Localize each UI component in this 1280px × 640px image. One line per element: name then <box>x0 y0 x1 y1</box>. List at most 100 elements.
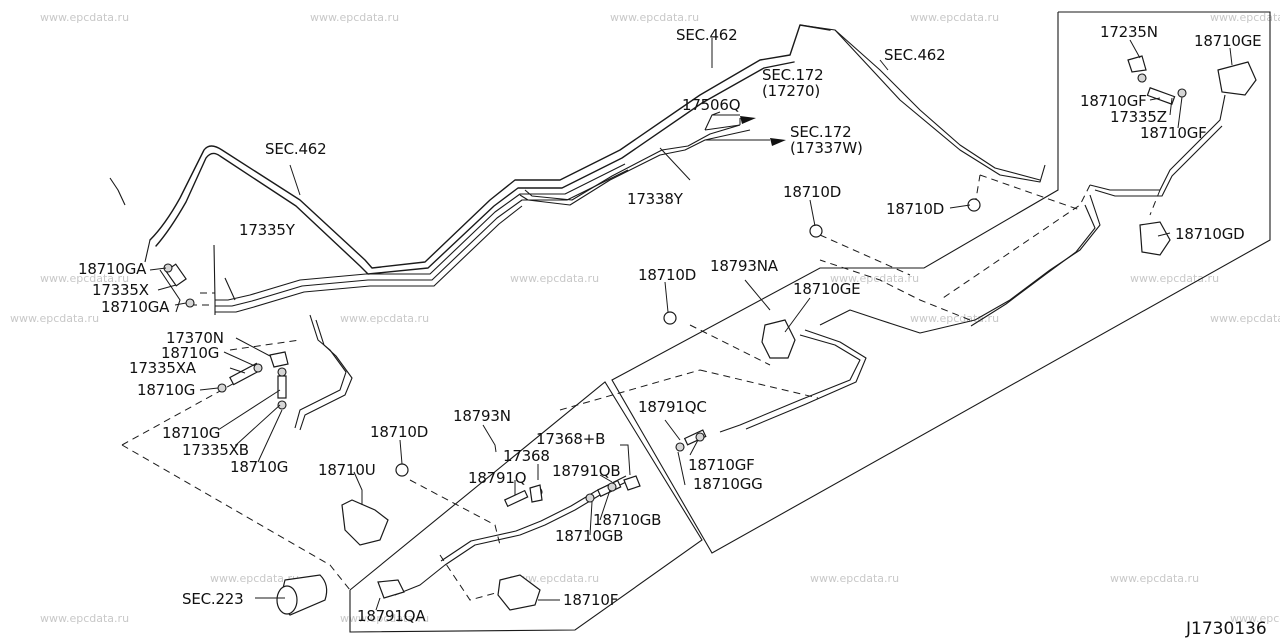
bolt-icons <box>395 198 981 477</box>
label-17506q[interactable]: 17506Q <box>682 96 741 114</box>
watermark: www.epcdata.ru <box>810 572 899 585</box>
label-18710d-4[interactable]: 18710D <box>370 423 428 441</box>
clamp-icon <box>695 432 705 442</box>
main-pipe-bundle <box>109 24 1046 431</box>
watermark: www.epcdata.ru <box>830 272 919 285</box>
bracket-icon <box>1217 61 1257 96</box>
watermark: www.epcdata.ru <box>1210 11 1280 24</box>
label-18791qc[interactable]: 18791QC <box>638 398 707 416</box>
label-18791qb[interactable]: 18791QB <box>552 462 621 480</box>
label-18710u[interactable]: 18710U <box>318 461 376 479</box>
watermark: www.epcdata.ru <box>340 312 429 325</box>
watermark: www.epcdata.ru <box>40 272 129 285</box>
bracket-icon <box>1139 221 1171 256</box>
watermark: www.epcdata.ru <box>1110 572 1199 585</box>
watermark: www.epcdata.ru <box>510 272 599 285</box>
label-sec462-top[interactable]: SEC.462 <box>676 26 738 44</box>
watermark: www.epcdata.ru <box>40 612 129 625</box>
leader-lines <box>149 38 1233 611</box>
label-17335xb[interactable]: 17335XB <box>182 441 249 459</box>
label-18791qa[interactable]: 18791QA <box>357 607 427 625</box>
clamp-icons <box>163 73 1187 503</box>
watermark: www.epcdata.ru <box>210 572 299 585</box>
label-18710gf-1[interactable]: 18710GF <box>1080 92 1147 110</box>
arrow-icon <box>770 138 786 146</box>
label-18710d-3[interactable]: 18710D <box>638 266 696 284</box>
label-18710g-1[interactable]: 18710G <box>161 344 219 362</box>
label-sec172-a-ref: (17270) <box>762 82 820 100</box>
hose-icon <box>503 489 529 508</box>
label-17335x[interactable]: 17335X <box>92 281 149 299</box>
label-18710d-1[interactable]: 18710D <box>783 183 841 201</box>
clamp-icon <box>253 363 263 373</box>
clamp-icon <box>217 383 227 393</box>
frame-center <box>349 381 703 633</box>
label-18791q[interactable]: 18791Q <box>468 469 527 487</box>
label-18710gg[interactable]: 18710GG <box>693 475 763 493</box>
clamp-icon <box>675 442 685 452</box>
label-18710g-2[interactable]: 18710G <box>137 381 195 399</box>
label-18793na[interactable]: 18793NA <box>710 257 779 275</box>
watermark: www.epcdata.ru <box>510 572 599 585</box>
label-17335xa[interactable]: 17335XA <box>129 359 197 377</box>
clamp-icon <box>585 493 595 503</box>
bracket-icon <box>341 499 389 546</box>
clamp-icon <box>277 400 287 410</box>
bolt-icon <box>809 224 823 238</box>
watermark: www.epcdata.ru <box>310 11 399 24</box>
label-18710gb-1[interactable]: 18710GB <box>593 511 661 529</box>
label-17235n[interactable]: 17235N <box>1100 23 1158 41</box>
label-18710gf-3[interactable]: 18710GF <box>688 456 755 474</box>
label-17335z[interactable]: 17335Z <box>1110 108 1167 126</box>
label-sec462-right[interactable]: SEC.462 <box>884 46 946 64</box>
clamp-icon <box>277 367 287 377</box>
label-18710ga-1[interactable]: 18710GA <box>78 260 147 278</box>
label-18710d-2[interactable]: 18710D <box>886 200 944 218</box>
hose-icon <box>1146 87 1176 105</box>
label-17335y[interactable]: 17335Y <box>239 221 296 239</box>
hose-icon <box>377 579 405 599</box>
label-17370n[interactable]: 17370N <box>166 329 224 347</box>
clamp-icon <box>607 482 617 492</box>
label-18710ge-2[interactable]: 18710GE <box>793 280 861 298</box>
label-18710gd[interactable]: 18710GD <box>1175 225 1245 243</box>
label-18710ga-2[interactable]: 18710GA <box>101 298 170 316</box>
label-18710g-3[interactable]: 18710G <box>162 424 220 442</box>
label-sec172-a[interactable]: SEC.172 <box>762 66 824 84</box>
label-17338y[interactable]: 17338Y <box>627 190 684 208</box>
arrow-icon <box>740 116 756 124</box>
label-sec462-left[interactable]: SEC.462 <box>265 140 327 158</box>
connector-icon <box>1127 55 1147 73</box>
frame-rear-right <box>611 11 1271 554</box>
clamp-icon <box>1137 73 1147 83</box>
watermark: www.epcdata.ru <box>1210 312 1280 325</box>
label-18710ge-1[interactable]: 18710GE <box>1194 32 1262 50</box>
watermarks: www.epcdata.ru www.epcdata.ru www.epcdat… <box>10 11 1280 625</box>
watermark: www.epcdata.ru <box>910 11 999 24</box>
label-18710g-4[interactable]: 18710G <box>230 458 288 476</box>
diagram-code: J1730136 <box>1185 619 1267 639</box>
watermark: www.epcdata.ru <box>1130 272 1219 285</box>
assembly-frames <box>349 11 1271 633</box>
label-17368b[interactable]: 17368+B <box>536 430 605 448</box>
sec172-arrows <box>704 116 786 146</box>
connector-icon <box>529 484 543 503</box>
watermark: www.epcdata.ru <box>10 312 99 325</box>
clamp-icon <box>185 298 195 308</box>
watermark: www.epcdata.ru <box>610 11 699 24</box>
label-sec172-b[interactable]: SEC.172 <box>790 123 852 141</box>
connector-icon <box>269 351 289 368</box>
label-sec223[interactable]: SEC.223 <box>182 590 244 608</box>
clamp-icon <box>1177 88 1187 98</box>
part-labels: SEC.462 SEC.462 SEC.462 SEC.172 (17270) … <box>78 23 1267 639</box>
watermark: www.epcdata.ru <box>340 612 429 625</box>
label-18710f[interactable]: 18710F <box>563 591 618 609</box>
fuel-filter-icon <box>276 574 328 616</box>
label-18793n[interactable]: 18793N <box>453 407 511 425</box>
label-18710gf-2[interactable]: 18710GF <box>1140 124 1207 142</box>
connector-icon <box>623 475 641 491</box>
label-17368[interactable]: 17368 <box>503 447 550 465</box>
label-18710gb-2[interactable]: 18710GB <box>555 527 623 545</box>
hose-icon <box>277 375 287 399</box>
